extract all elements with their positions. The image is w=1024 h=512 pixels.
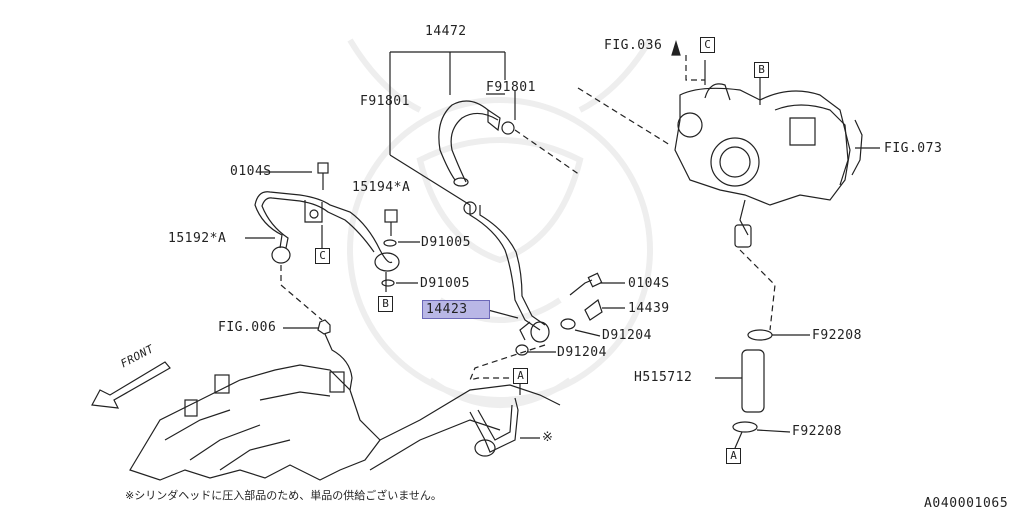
part-label-f91801-right[interactable]: F91801	[486, 80, 536, 95]
part-label-d91204-right[interactable]: D91204	[602, 328, 652, 343]
asterisk-marker: ※	[542, 430, 554, 445]
engine-block	[129, 364, 561, 481]
part-label-d91005-bottom[interactable]: D91005	[420, 276, 470, 291]
fig-ref-073[interactable]: FIG.073	[884, 141, 943, 156]
footnote: ※シリンダヘッドに圧入部品のため、単品の供給ございません。	[125, 489, 442, 502]
part-label-f92208-bottom[interactable]: F92208	[792, 424, 842, 439]
leader-14472	[389, 51, 506, 155]
part-label-15194a[interactable]: 15194*A	[352, 180, 411, 195]
part-label-15192a[interactable]: 15192*A	[168, 231, 227, 246]
part-label-f92208-top[interactable]: F92208	[812, 328, 862, 343]
ref-box-c-top: C	[700, 37, 715, 53]
ref-box-b-left: B	[378, 296, 393, 312]
ref-box-c-left: C	[315, 248, 330, 264]
ref-box-b-top: B	[754, 62, 769, 78]
turbocharger	[674, 83, 863, 248]
part-label-d91204-left[interactable]: D91204	[557, 345, 607, 360]
diagram-code: A040001065	[924, 496, 1009, 511]
part-label-0104s-mid[interactable]: 0104S	[628, 276, 670, 291]
part-label-f91801-left[interactable]: F91801	[360, 94, 410, 109]
part-label-0104s-top[interactable]: 0104S	[230, 164, 272, 179]
part-label-h515712[interactable]: H515712	[634, 370, 693, 385]
pipe-15192a	[254, 191, 400, 272]
hose-14472	[438, 100, 499, 183]
fig-ref-036[interactable]: FIG.036	[604, 38, 663, 53]
front-arrow	[91, 361, 171, 409]
part-label-14439[interactable]: 14439	[628, 301, 670, 316]
ref-box-a-bottom: A	[726, 448, 741, 464]
part-label-d91005-top[interactable]: D91005	[421, 235, 471, 250]
part-label-14472[interactable]: 14472	[425, 24, 467, 39]
ref-box-a-mid: A	[513, 368, 528, 384]
pipe-14423	[469, 205, 550, 343]
part-label-14423-highlighted[interactable]: 14423	[422, 300, 490, 319]
fig-ref-006[interactable]: FIG.006	[218, 320, 277, 335]
